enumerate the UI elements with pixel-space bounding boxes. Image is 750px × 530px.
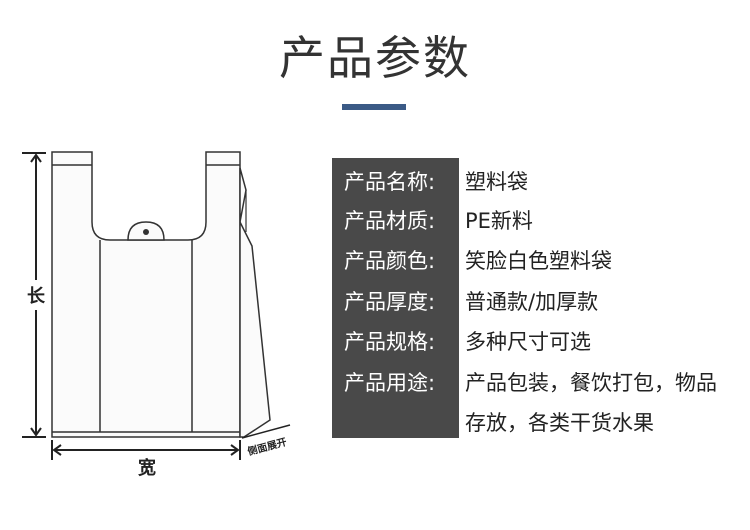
param-value-name: 塑料袋 [465, 170, 528, 194]
param-value-thickness: 普通款/加厚款 [465, 290, 599, 314]
page-title: 产品参数 [279, 31, 471, 85]
param-label-thickness: 产品厚度: [344, 290, 436, 314]
param-label-size: 产品规格: [344, 330, 436, 354]
param-label-material: 产品材质: [344, 209, 436, 233]
param-label-column [332, 158, 459, 438]
param-value-usage: 产品包装，餐饮打包，物品 [465, 371, 717, 395]
bag-handles [52, 164, 240, 433]
param-value-color: 笑脸白色塑料袋 [465, 249, 612, 273]
width-dimension [51, 440, 241, 460]
param-label-color: 产品颜色: [344, 249, 436, 273]
title-underline [342, 104, 406, 110]
width-label: 宽 [138, 457, 156, 479]
param-value-size: 多种尺寸可选 [465, 330, 591, 354]
length-dimension [22, 152, 46, 438]
bag-diagram: 长 宽 侧面展开 [22, 151, 291, 479]
param-label-name: 产品名称: [344, 170, 436, 194]
side-gusset [239, 167, 271, 438]
side-label: 侧面展开 [246, 435, 288, 458]
length-label: 长 [27, 286, 46, 307]
param-label-usage: 产品用途: [344, 371, 436, 395]
param-value-material: PE新料 [465, 209, 533, 233]
param-value-usage-continued: 存放，各类干货水果 [465, 411, 654, 435]
side-dimension [241, 424, 291, 439]
bag-body [51, 151, 241, 438]
bag-tab-hole [143, 229, 149, 235]
